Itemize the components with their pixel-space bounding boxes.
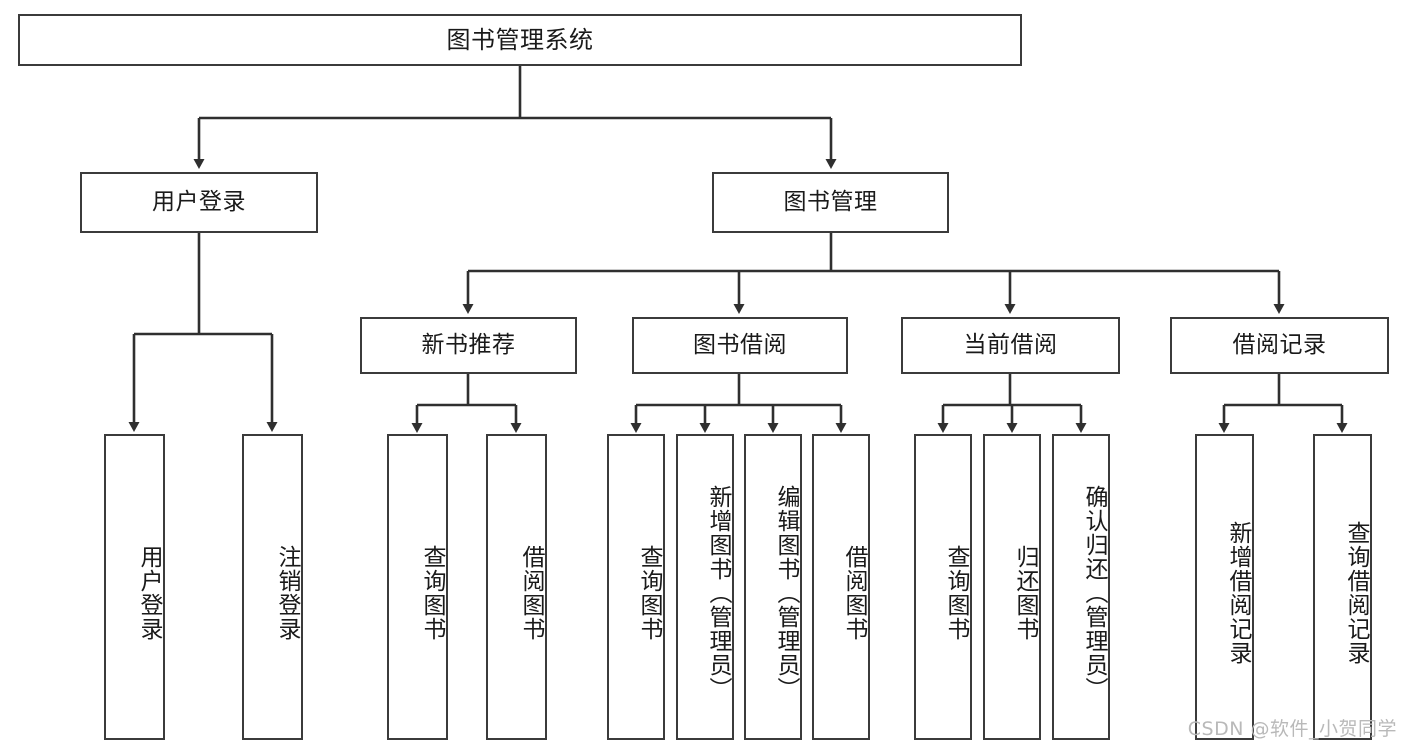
- node-label: 新书推荐: [421, 331, 516, 358]
- node-label: 图书管理: [783, 188, 878, 215]
- node-new-book-recommend[interactable]: 新书推荐: [360, 317, 577, 374]
- node-user-login[interactable]: 用户登录: [80, 172, 318, 233]
- node-label: 查询借阅记录: [1343, 521, 1369, 665]
- leaf-new-book-borrow[interactable]: 借阅图书: [486, 434, 547, 740]
- node-label: 确认归还（管理员）: [1081, 485, 1107, 701]
- node-label: 注销登录: [274, 545, 300, 641]
- node-root-system[interactable]: 图书管理系统: [18, 14, 1022, 66]
- node-book-borrow[interactable]: 图书借阅: [632, 317, 848, 374]
- node-label: 借阅图书: [518, 545, 544, 641]
- node-label: 查询图书: [636, 545, 662, 641]
- node-label: 归还图书: [1012, 545, 1038, 641]
- node-label: 图书管理系统: [446, 25, 594, 54]
- node-label: 用户登录: [136, 545, 162, 641]
- node-label: 编辑图书（管理员）: [773, 485, 799, 701]
- leaf-user-login-logout[interactable]: 注销登录: [242, 434, 303, 740]
- node-borrow-record[interactable]: 借阅记录: [1170, 317, 1389, 374]
- node-label: 新增图书（管理员）: [705, 485, 731, 701]
- leaf-book-borrow-borrow[interactable]: 借阅图书: [812, 434, 870, 740]
- node-book-management[interactable]: 图书管理: [712, 172, 949, 233]
- node-label: 当前借阅: [963, 331, 1058, 358]
- leaf-borrow-record-query[interactable]: 查询借阅记录: [1313, 434, 1372, 740]
- node-label: 查询图书: [943, 545, 969, 641]
- leaf-current-borrow-query[interactable]: 查询图书: [914, 434, 972, 740]
- node-label: 借阅图书: [841, 545, 867, 641]
- leaf-book-borrow-edit[interactable]: 编辑图书（管理员）: [744, 434, 802, 740]
- leaf-borrow-record-add[interactable]: 新增借阅记录: [1195, 434, 1254, 740]
- node-current-borrow[interactable]: 当前借阅: [901, 317, 1120, 374]
- watermark: CSDN @软件_小贺同学: [1187, 718, 1397, 740]
- leaf-user-login-login[interactable]: 用户登录: [104, 434, 165, 740]
- leaf-current-borrow-confirm-return[interactable]: 确认归还（管理员）: [1052, 434, 1110, 740]
- leaf-current-borrow-return[interactable]: 归还图书: [983, 434, 1041, 740]
- leaf-book-borrow-query[interactable]: 查询图书: [607, 434, 665, 740]
- leaf-new-book-query[interactable]: 查询图书: [387, 434, 448, 740]
- node-label: 用户登录: [152, 188, 246, 215]
- node-label: 查询图书: [419, 545, 445, 641]
- node-label: 新增借阅记录: [1225, 521, 1251, 665]
- node-label: 借阅记录: [1232, 331, 1327, 358]
- leaf-book-borrow-add[interactable]: 新增图书（管理员）: [676, 434, 734, 740]
- node-label: 图书借阅: [693, 331, 787, 358]
